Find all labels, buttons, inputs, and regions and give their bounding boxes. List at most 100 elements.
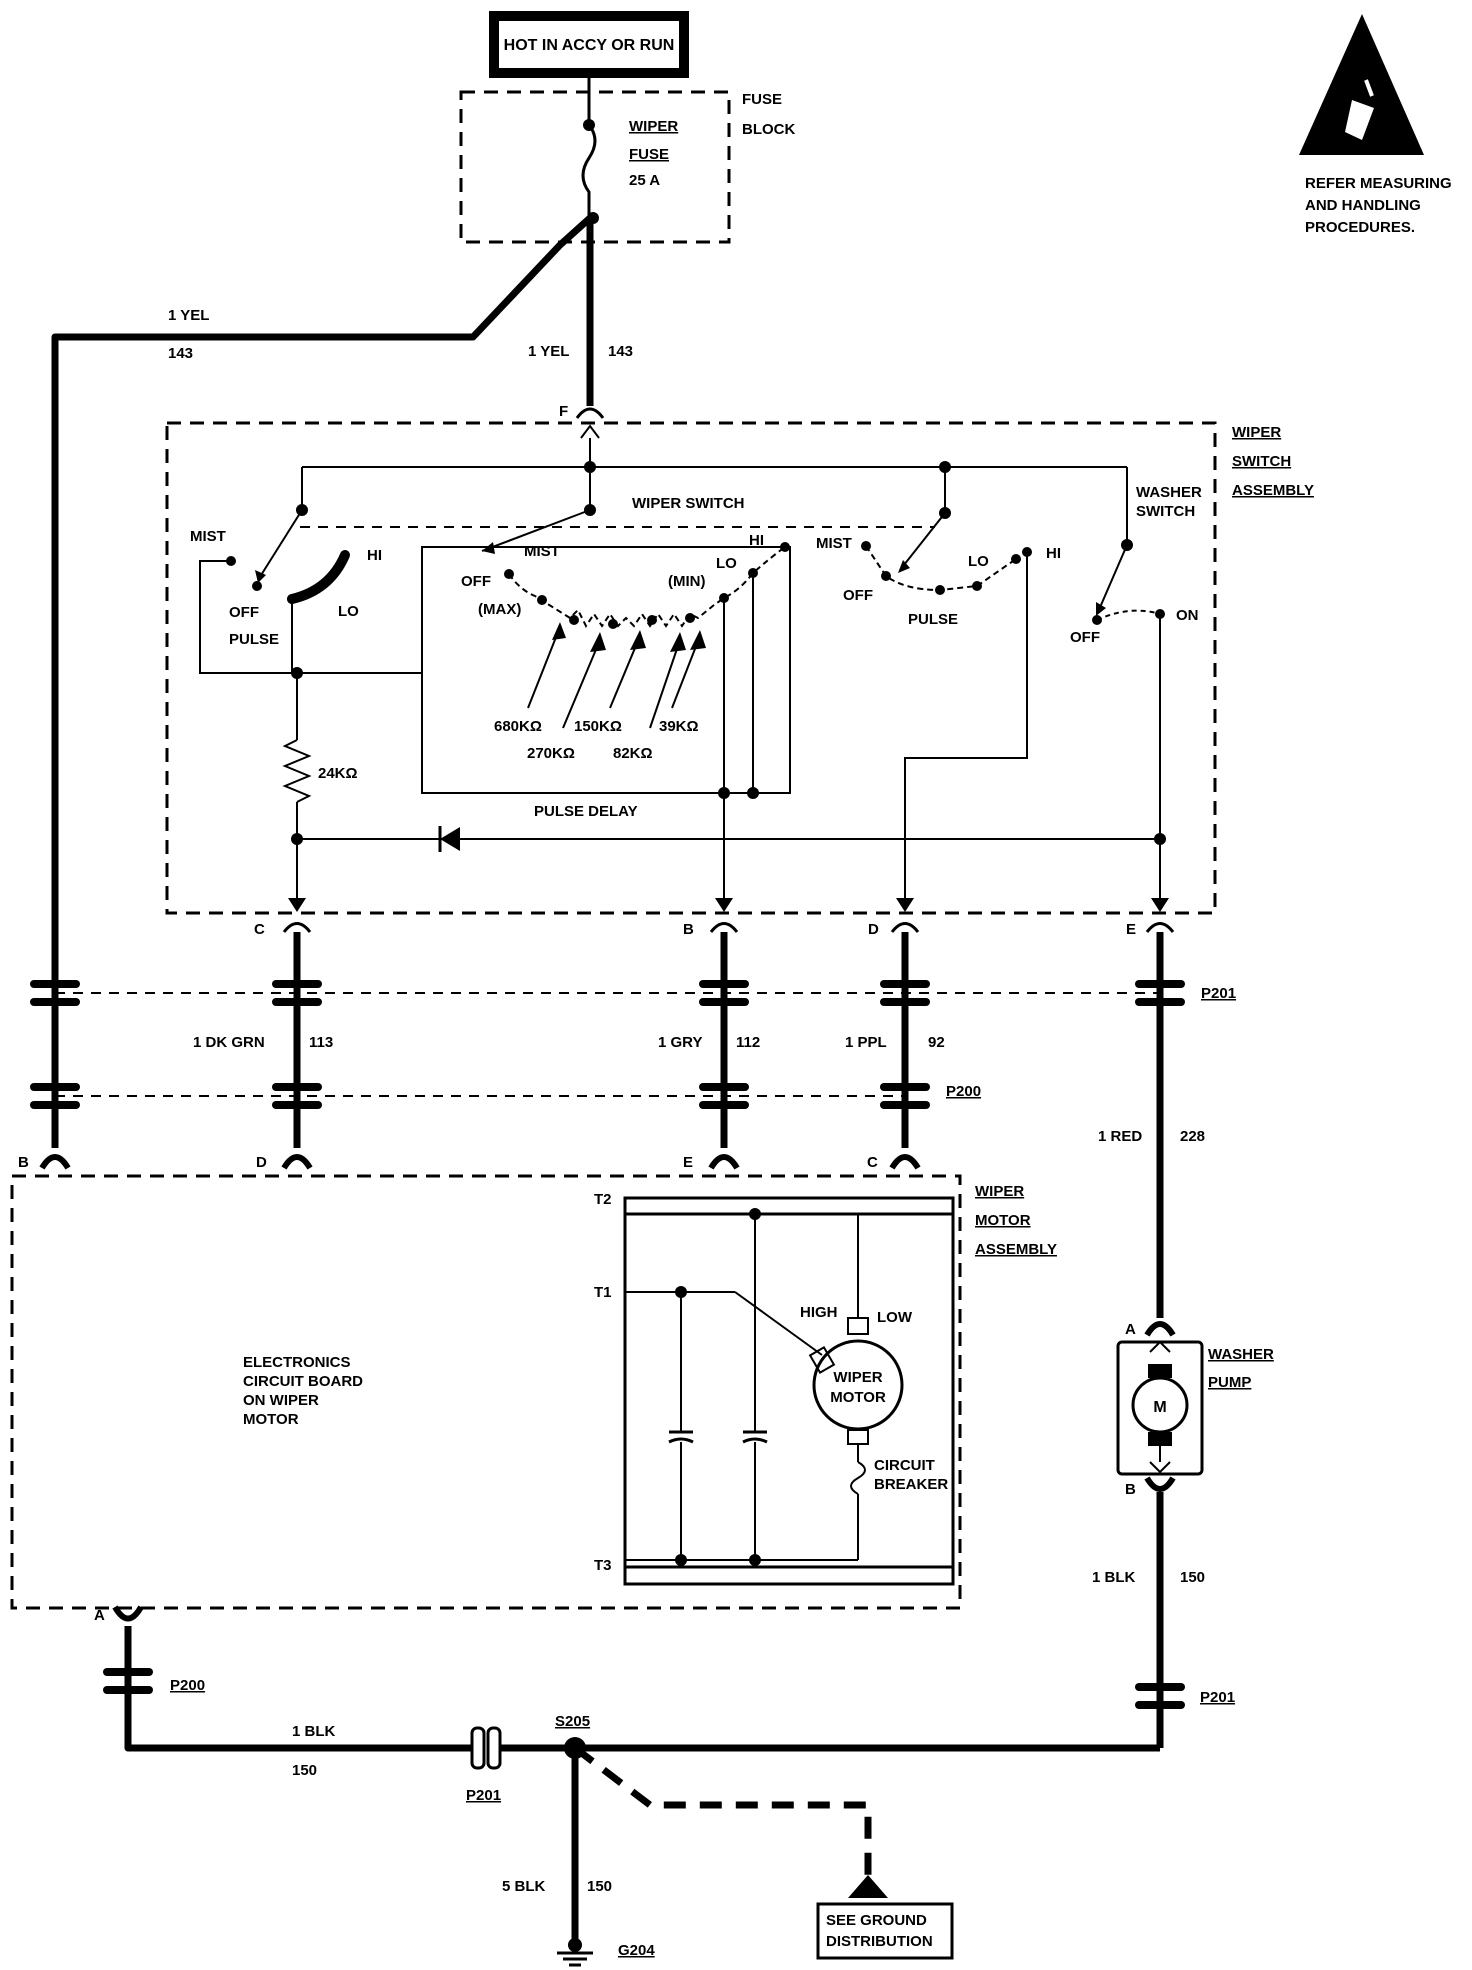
conn-p201-gry (699, 980, 749, 1006)
esd-warning-icon (1299, 14, 1424, 155)
gry-circuit: 112 (736, 1034, 760, 1051)
ppl-circuit: 92 (928, 1034, 945, 1051)
left-yel-circuit: 143 (168, 345, 193, 362)
terminal-f-label: F (559, 403, 568, 420)
washer-on-label: ON (1176, 607, 1199, 624)
conn-p200-ground (103, 1668, 153, 1694)
resistor-82k: 82KΩ (613, 745, 653, 762)
dk-grn-gauge: 1 DK GRN (193, 1034, 265, 1051)
washer-switch-label-2: SWITCH (1136, 503, 1195, 520)
fuse-symbol (581, 124, 597, 218)
t3-label: T3 (594, 1557, 612, 1574)
washer-pump-label-2: PUMP (1208, 1374, 1251, 1391)
washer-switch-label-1: WASHER (1136, 484, 1202, 501)
breaker-label-1: CIRCUIT (874, 1457, 935, 1474)
gry-gauge: 1 GRY (658, 1034, 702, 1051)
g204-label: G204 (618, 1942, 655, 1959)
terminal-c-label: C (254, 921, 265, 938)
diode-icon (440, 827, 460, 851)
board-label-4: MOTOR (243, 1411, 299, 1428)
fuse-rating: 25 A (629, 172, 660, 189)
motor-label-1: WIPER (833, 1369, 882, 1386)
right-pulse-label: PULSE (908, 611, 958, 628)
blk-left-circuit: 150 (292, 1762, 317, 1779)
connector-symbols: P201 P200 (30, 980, 1236, 1109)
conn-p200-ppl (880, 1083, 930, 1109)
resistor-680k: 680KΩ (494, 718, 542, 735)
pump-term-a-label: A (1125, 1321, 1136, 1338)
fuse-block: WIPER FUSE 25 A FUSE BLOCK (459, 78, 795, 244)
pump-term-b-label: B (1125, 1481, 1136, 1498)
pump-motor-symbol: M (1153, 1399, 1166, 1416)
power-source-label: HOT IN ACCY OR RUN (504, 37, 675, 54)
t2-label: T2 (594, 1191, 612, 1208)
red-circuit: 228 (1180, 1128, 1205, 1145)
blk-left-gauge: 1 BLK (292, 1723, 336, 1740)
right-lo-label: LO (968, 553, 989, 570)
washer-pump: A M WASHER PUMP B 1 BLK 150 P201 (1092, 1321, 1274, 1748)
min-label: (MIN) (668, 573, 706, 590)
conn-p201-left-yel (30, 980, 80, 1006)
washer-off-label: OFF (1070, 629, 1100, 646)
left-mist-label: MIST (190, 528, 226, 545)
terminal-b-label: B (683, 921, 694, 938)
fuse-block-label-1: FUSE (742, 91, 782, 108)
power-source-box: HOT IN ACCY OR RUN (489, 11, 689, 78)
conn-p200-left-yel (30, 1083, 80, 1109)
yel-wires: 1 YEL 143 1 YEL 143 (51, 215, 633, 1148)
conn-p200-gry (699, 1083, 749, 1109)
p201-bottom-label: P201 (1200, 1689, 1235, 1706)
mid-off-label: OFF (461, 573, 491, 590)
motor-term-a-label: A (94, 1607, 105, 1624)
wiper-switch-label: WIPER SWITCH (632, 495, 745, 512)
board-label-1: ELECTRONICS (243, 1354, 351, 1371)
left-yel-gauge: 1 YEL (168, 307, 209, 324)
switch-assembly-label-1: WIPER (1232, 424, 1281, 441)
left-hi-label: HI (367, 547, 382, 564)
circuit-breaker-icon (850, 1461, 866, 1495)
resistor-24k: 24KΩ (318, 765, 358, 782)
motor-term-e-label: E (683, 1154, 693, 1171)
resistor-270k: 270KΩ (527, 745, 575, 762)
max-label: (MAX) (478, 601, 521, 618)
motor-term-d-label: D (256, 1154, 267, 1171)
terminal-d-label: D (868, 921, 879, 938)
see-ground-2[interactable]: DISTRIBUTION (826, 1933, 933, 1950)
p200-bottom-label: P200 (170, 1677, 205, 1694)
blk-pump-circuit: 150 (1180, 1569, 1205, 1586)
fuse-name-1: WIPER (629, 118, 678, 135)
motor-terminals: B D E C (18, 1154, 921, 1171)
resistor-150k: 150KΩ (574, 718, 622, 735)
motor-term-b-label: B (18, 1154, 29, 1171)
see-ground-1[interactable]: SEE GROUND (826, 1912, 927, 1929)
fuse-block-label-2: BLOCK (742, 121, 795, 138)
center-yel-circuit: 143 (608, 343, 633, 360)
switch-terminals: C B D E (254, 921, 1175, 938)
board-label-2: CIRCUIT BOARD (243, 1373, 363, 1390)
esd-line-2: AND HANDLING (1305, 197, 1421, 214)
center-yel-gauge: 1 YEL (528, 343, 569, 360)
motor-term-c-label: C (867, 1154, 878, 1171)
motor-assembly-label-1: WIPER (975, 1183, 1024, 1200)
pulse-delay-label: PULSE DELAY (534, 803, 638, 820)
blk-pump-gauge: 1 BLK (1092, 1569, 1136, 1586)
motor-label-2: MOTOR (830, 1389, 886, 1406)
harness-wires: 1 DK GRN 113 1 GRY 112 1 PPL 92 1 RED 22… (55, 932, 1205, 1318)
p201-inline-label: P201 (466, 1787, 501, 1804)
wiper-switch-assembly: WIPER SWITCH ASSEMBLY WIPER SWITCH WASHE… (165, 421, 1314, 915)
esd-warning: REFER MEASURING AND HANDLING PROCEDURES. (1299, 14, 1452, 236)
left-off-label: OFF (229, 604, 259, 621)
red-gauge: 1 RED (1098, 1128, 1142, 1145)
fuse-name-2: FUSE (629, 146, 669, 163)
low-label: LOW (877, 1309, 913, 1326)
esd-line-3: PROCEDURES. (1305, 219, 1415, 236)
right-hi-label: HI (1046, 545, 1061, 562)
terminal-e-label: E (1126, 921, 1136, 938)
ground-circuit: A P200 1 BLK 150 P201 S205 5 BLK 150 G20… (94, 1605, 1160, 1967)
p200-top-label: P200 (946, 1083, 981, 1100)
mid-mist-label: MIST (524, 543, 560, 560)
conn-p201-ppl (880, 980, 930, 1006)
s205-label: S205 (555, 1713, 590, 1730)
blk-ground-gauge: 5 BLK (502, 1878, 546, 1895)
ppl-gauge: 1 PPL (845, 1034, 887, 1051)
